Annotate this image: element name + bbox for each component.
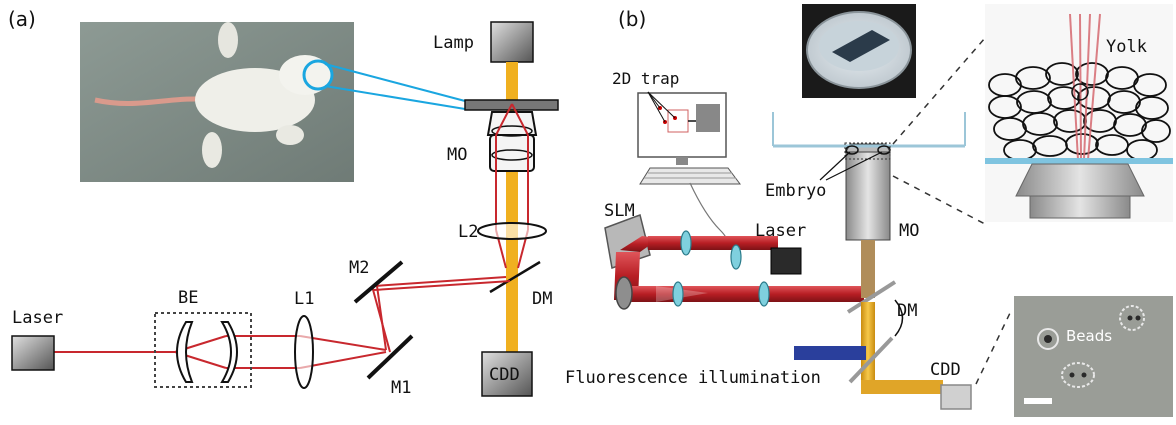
be-lens-1 — [176, 321, 194, 383]
l1-label: L1 — [294, 289, 314, 309]
panel-b: (b) 2D trap — [565, 4, 1173, 417]
dichroic-mirror-b — [846, 280, 897, 314]
panel-a: (a) Lamp MO — [8, 7, 559, 398]
beads-label: Beads — [1066, 327, 1112, 345]
computer-monitor — [637, 91, 741, 185]
laser-source-b — [770, 247, 802, 275]
cdd-camera-a — [481, 351, 533, 397]
l2-label: L2 — [458, 222, 478, 242]
beam-expander-box — [154, 312, 252, 388]
panel-b-label: (b) — [618, 7, 646, 31]
trap-label: 2D trap — [612, 69, 679, 88]
panel-a-label: (a) — [8, 7, 36, 31]
lamp-box — [490, 21, 534, 63]
yolk-label: Yolk — [1106, 37, 1147, 57]
beam-objective-dm — [861, 240, 875, 298]
relay-lenses — [672, 230, 770, 307]
laser-rod-path — [614, 236, 864, 302]
lens-l2 — [477, 222, 547, 240]
fluorescence-beam — [794, 346, 866, 360]
laser-label-b: Laser — [755, 221, 806, 241]
yolk-inset: Yolk — [985, 4, 1173, 222]
mouse-photo — [80, 22, 354, 182]
mouse-ear-highlight — [302, 59, 334, 91]
lens-l1 — [294, 315, 314, 389]
mo-label-a: MO — [447, 145, 467, 165]
trapped-cell-marker — [1071, 83, 1089, 101]
embryo-label: Embryo — [765, 181, 826, 201]
laser-source-a — [11, 335, 55, 371]
embryo-1 — [845, 145, 859, 155]
petri-dish-photo — [802, 4, 916, 98]
mirror-m2 — [353, 260, 404, 304]
beam-yellow-horizontal — [861, 380, 943, 394]
cdd-label-a: CDD — [489, 365, 520, 385]
laser-label-a: Laser — [12, 308, 63, 328]
mirror-m1 — [366, 334, 414, 380]
dichroic-mirror-a — [489, 260, 541, 294]
dm-label-a: DM — [532, 289, 552, 309]
m1-label: M1 — [391, 378, 411, 398]
m2-label: M2 — [349, 258, 369, 278]
lamp-label: Lamp — [433, 33, 474, 53]
laser-beam-horizontal — [54, 276, 511, 369]
cdd-label-b: CDD — [930, 360, 961, 380]
fluorescence-mirror — [848, 336, 894, 384]
beads-inset: Beads — [1014, 296, 1173, 417]
mo-label-b: MO — [899, 221, 919, 241]
be-lens-2 — [220, 321, 238, 383]
fluorescence-label: Fluorescence illumination — [565, 368, 821, 388]
fold-mirror — [615, 276, 633, 310]
dm-label-b: DM — [897, 301, 917, 321]
cdd-camera-b — [940, 384, 972, 410]
be-label: BE — [178, 288, 198, 308]
slm-label: SLM — [604, 201, 635, 221]
scale-bar — [1024, 398, 1052, 404]
